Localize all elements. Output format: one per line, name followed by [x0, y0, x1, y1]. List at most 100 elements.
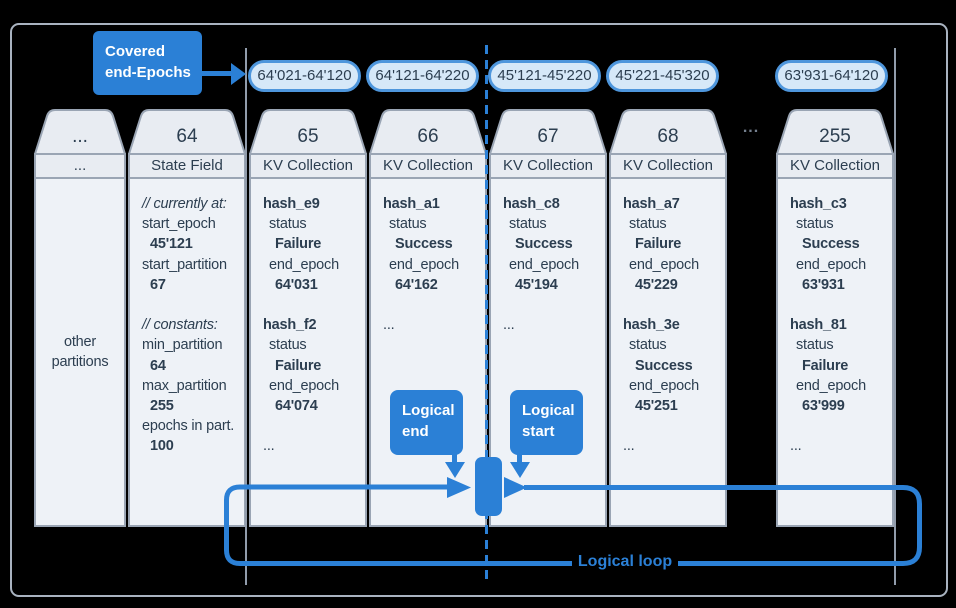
- column-line: 63'931: [802, 276, 845, 293]
- partition-number: 68: [657, 126, 679, 147]
- column-line: 45'229: [635, 276, 678, 293]
- partition-number-header: 65: [249, 107, 367, 155]
- column-line: Success: [635, 357, 693, 374]
- column-line: Success: [515, 236, 573, 253]
- column-line: hash_f2: [263, 317, 317, 334]
- column-line: end_epoch: [629, 377, 699, 394]
- column-line: end_epoch: [509, 256, 579, 273]
- partition-number: ...: [72, 126, 88, 147]
- column-type-header: State Field: [128, 153, 246, 179]
- column-line: Success: [395, 236, 453, 253]
- partition-number-header: 255: [776, 107, 894, 155]
- column-line: 67: [150, 276, 166, 293]
- column-line: status: [629, 216, 667, 233]
- logical-start-text-line1: Logical: [522, 402, 575, 419]
- column-line: other: [63, 333, 97, 350]
- logical-end-box: Logical end: [390, 390, 463, 455]
- column-line: end_epoch: [269, 256, 339, 273]
- column-line: [263, 295, 365, 315]
- partition-number-header: ...: [34, 107, 126, 155]
- column-line: Success: [802, 236, 860, 253]
- column-line: hash_a7: [623, 196, 680, 212]
- column-line: 45'194: [515, 276, 558, 293]
- column-line: Failure: [635, 236, 682, 253]
- column-type-header: ...: [34, 153, 126, 179]
- trapezoid-shape: [369, 109, 487, 155]
- hidden-partitions-ellipsis: ...: [742, 119, 760, 136]
- column-line: hash_a1: [383, 196, 440, 212]
- covered-epochs-arrow-line: [201, 71, 232, 76]
- canvas-border: [10, 23, 948, 597]
- partition-number: 64: [176, 126, 198, 147]
- column-line: ...: [790, 438, 802, 455]
- covered-epochs-arrow-head: [231, 63, 246, 85]
- column-type-header: KV Collection: [369, 153, 487, 179]
- column-line: end_epoch: [796, 256, 866, 273]
- epoch-range-pill-67: 45'121-45'220: [488, 60, 601, 92]
- column-line: status: [796, 337, 834, 354]
- logical-end-text-line1: Logical: [402, 402, 455, 419]
- covered-end-epochs-text-line1: Covered: [105, 43, 166, 60]
- epoch-range-pill-68: 45'221-45'320: [606, 60, 719, 92]
- column-line: status: [389, 216, 427, 233]
- column-line: hash_81: [790, 317, 847, 334]
- column-line: 100: [150, 438, 174, 455]
- column-line: hash_c8: [503, 196, 560, 212]
- trapezoid-shape: [34, 109, 126, 155]
- column-line: [503, 295, 605, 315]
- column-line: status: [269, 216, 307, 233]
- trapezoid-shape: [128, 109, 246, 155]
- column-line: ...: [383, 317, 395, 334]
- epoch-range-pill-66: 64'121-64'220: [366, 60, 479, 92]
- trapezoid-shape: [609, 109, 727, 155]
- column-line: 255: [150, 398, 174, 415]
- column-type-header: KV Collection: [609, 153, 727, 179]
- trapezoid-shape: [489, 109, 607, 155]
- partition-number: 255: [819, 126, 851, 147]
- column-line: // currently at:: [142, 196, 227, 212]
- column-line: epochs in part.: [142, 418, 235, 435]
- column-line: ...: [623, 438, 635, 455]
- column-body: other partitions: [34, 177, 126, 527]
- logical-loop-junction-rect: [475, 457, 502, 516]
- partition-column-64: 64 State Field // currently at:start_epo…: [128, 107, 246, 527]
- column-line: status: [509, 216, 547, 233]
- column-line: 45'251: [635, 398, 678, 415]
- column-line: 45'121: [150, 236, 193, 253]
- partition-number: 67: [537, 126, 559, 147]
- column-line: ...: [503, 317, 515, 334]
- column-line: [790, 416, 892, 436]
- partition-column-other: ... ... other partitions: [34, 107, 126, 527]
- column-line: hash_3e: [623, 317, 680, 334]
- column-line: 64'162: [395, 276, 438, 293]
- column-line: [623, 416, 725, 436]
- column-line: Failure: [275, 236, 322, 253]
- partition-number: 66: [417, 126, 439, 147]
- column-type-header: KV Collection: [489, 153, 607, 179]
- column-line: partitions: [51, 354, 109, 370]
- column-line: end_epoch: [796, 377, 866, 394]
- right-guide-line: [894, 48, 896, 585]
- column-line: [383, 295, 485, 315]
- column-line: end_epoch: [629, 256, 699, 273]
- column-type-header: KV Collection: [249, 153, 367, 179]
- column-line: status: [796, 216, 834, 233]
- column-line: hash_e9: [263, 196, 320, 212]
- logical-boundary-dashed-line: [485, 45, 488, 585]
- column-line: [142, 295, 244, 315]
- column-line: max_partition: [142, 377, 227, 394]
- column-line: 64'074: [275, 398, 318, 415]
- column-line: 64'031: [275, 276, 318, 293]
- column-line: status: [629, 337, 667, 354]
- column-line: Failure: [275, 357, 322, 374]
- column-line: end_epoch: [269, 377, 339, 394]
- column-type-header: KV Collection: [776, 153, 894, 179]
